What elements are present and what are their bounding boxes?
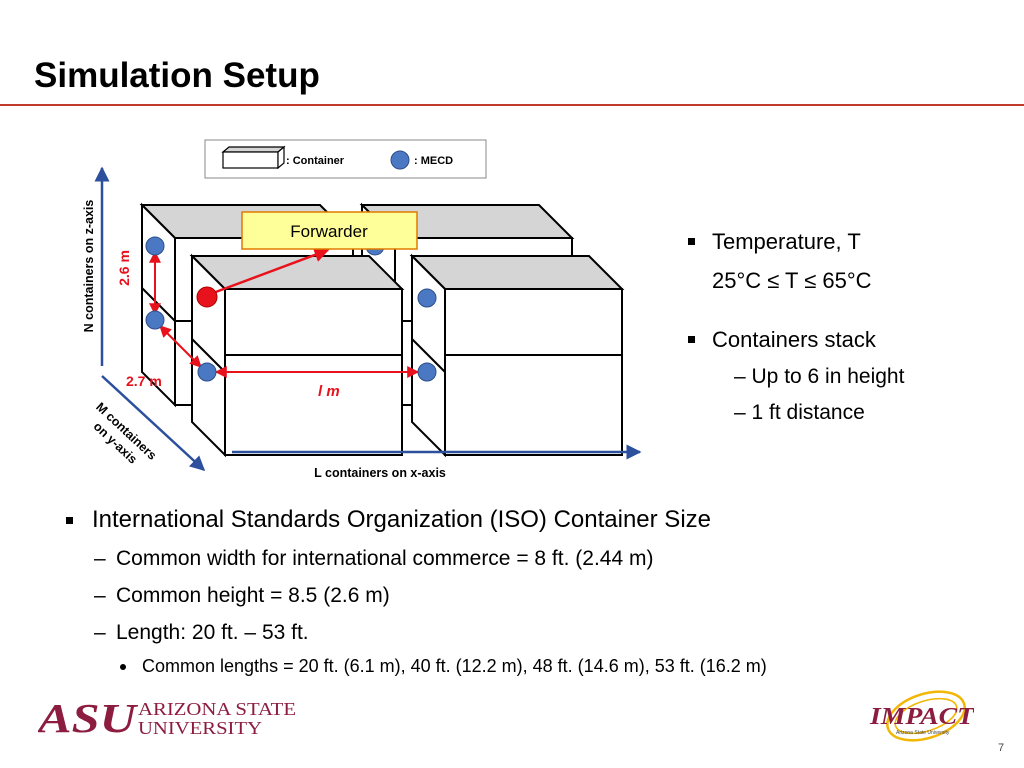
legend-container-icon [221,145,286,170]
iso-lengths: Common lengths = 20 ft. (6.1 m), 40 ft. … [142,656,767,676]
height-label: 2.6 m [116,250,132,286]
impact-wordmark: IMPACT [869,704,974,730]
width-arrow [159,325,202,368]
y-axis [101,375,206,472]
slide-title: Simulation Setup [34,56,320,95]
container-front-left [189,253,405,458]
legend-mecd-icon [390,150,410,170]
mecd-node [417,362,437,382]
iso-title-item: International Standards Organization (IS… [64,500,1004,540]
bullet-containers-stack: Containers stack [688,320,1008,359]
x-axis-label: L containers on x-axis [314,466,446,480]
title-divider [0,104,1024,106]
forwarder-box [241,211,418,250]
mecd-node [145,236,165,256]
square-bullet-icon [688,336,695,343]
iso-length: Length: 20 ft. – 53 ft. [116,621,309,644]
z-axis-label: N containers on z-axis [82,200,96,333]
bullet-temperature-range: 25°C ≤ T ≤ 65°C [688,261,1008,300]
right-bullet-list: Temperature, T 25°C ≤ T ≤ 65°C Container… [688,222,1008,431]
impact-logo: IMPACT Arizona State University [869,690,974,742]
square-bullet-icon [66,517,73,524]
square-bullet-icon [688,238,695,245]
width-label: 2.7 m [126,373,162,389]
stack-sub-item: – Up to 6 in height [734,365,905,388]
container-diagram: : Container : MECD [82,139,642,480]
bullet-temperature: Temperature, T [688,222,1008,261]
iso-bullet-list: International Standards Organization (IS… [64,500,1004,681]
length-label: l m [318,383,340,400]
iso-width-item: – Common width for international commerc… [64,540,1004,577]
diagram-legend: : Container : MECD [204,139,487,179]
temperature-range: 25°C ≤ T ≤ 65°C [712,268,872,293]
forwarder-label: Forwarder [290,222,368,241]
stack-title: Containers stack [712,327,876,352]
legend-mecd-label: : MECD [414,155,453,167]
impact-swirl-icon [886,690,966,742]
impact-subtitle: Arizona State University [896,730,950,736]
iso-width: Common width for international commerce … [116,547,654,570]
iso-height-item: – Common height = 8.5 (2.6 m) [64,577,1004,614]
asu-name-line2: UNIVERSITY [138,718,262,737]
iso-height: Common height = 8.5 (2.6 m) [116,584,390,607]
page-number: 7 [998,742,1005,754]
dot-bullet-icon [120,664,126,670]
container-front-right [409,253,625,458]
dash-bullet-icon: – [94,584,106,607]
forwarder-node [196,286,218,308]
asu-logo: ASU ARIZONA STATE UNIVERSITY [38,697,296,737]
dash-bullet-icon: – [94,547,106,570]
asu-mark: ASU [38,697,139,737]
asu-name-line1: ARIZONA STATE [138,699,296,719]
dash-bullet-icon: – [94,621,106,644]
iso-lengths-item: Common lengths = 20 ft. (6.1 m), 40 ft. … [64,651,1004,681]
iso-length-item: – Length: 20 ft. – 53 ft. [64,614,1004,651]
temperature-title: Temperature, T [712,229,861,254]
iso-title: International Standards Organization (IS… [92,506,711,533]
legend-container-label: : Container [286,155,345,167]
mecd-node [145,310,165,330]
mecd-node [417,288,437,308]
mecd-node [197,362,217,382]
forwarder-arrow [212,247,330,295]
stack-sub-item: – 1 ft distance [734,401,865,424]
